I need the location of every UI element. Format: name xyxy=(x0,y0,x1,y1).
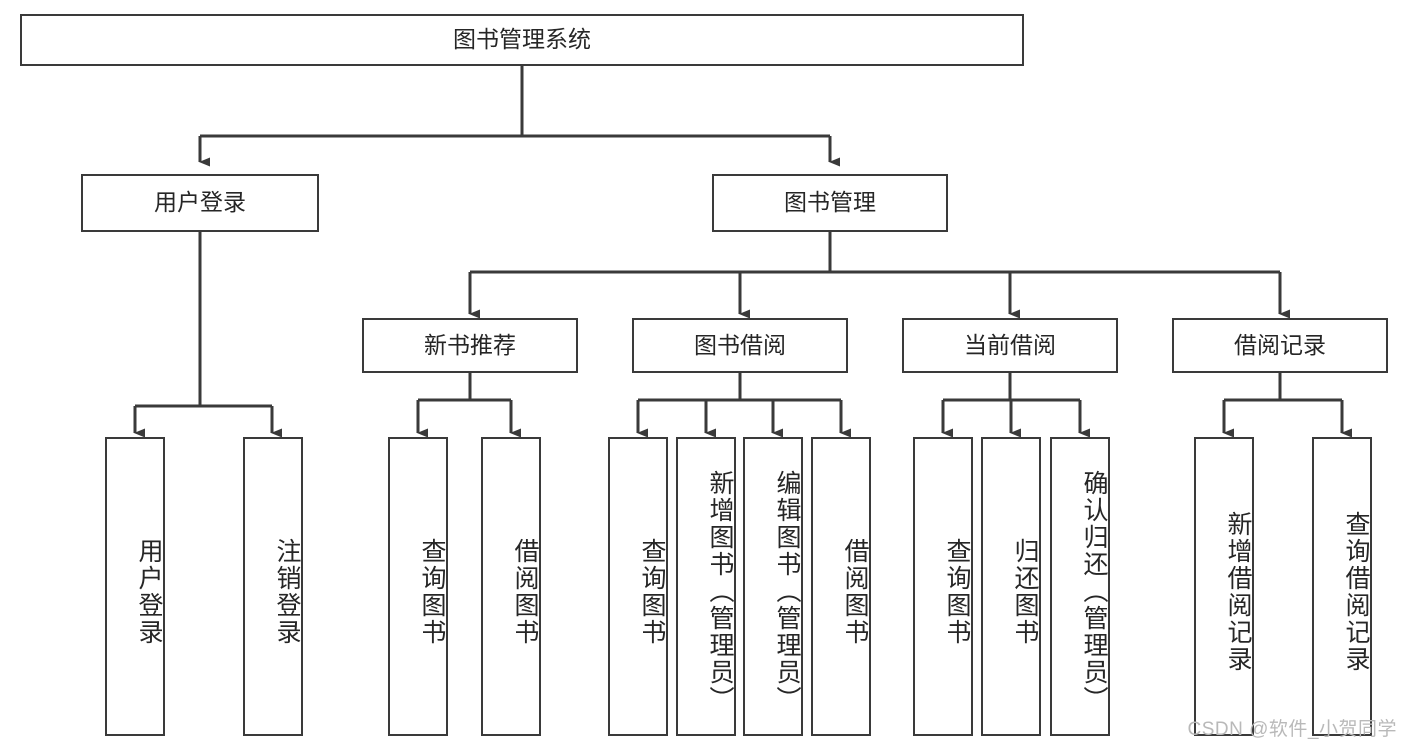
node-leaf-book-borrow-1[interactable]: 查询图书 xyxy=(608,437,668,736)
node-leaf-book-borrow-2-label: 新增图书（管理员） xyxy=(706,470,734,713)
node-leaf-user-login-2[interactable]: 注销登录 xyxy=(243,437,303,736)
node-leaf-book-borrow-4[interactable]: 借阅图书 xyxy=(811,437,871,736)
node-book-borrow[interactable]: 图书借阅 xyxy=(632,318,848,373)
node-book-borrow-label: 图书借阅 xyxy=(694,331,786,358)
node-leaf-current-borrow-2-label: 归还图书 xyxy=(1011,537,1039,646)
node-leaf-book-borrow-1-label: 查询图书 xyxy=(638,537,666,646)
watermark: CSDN @软件_小贺同学 xyxy=(1187,719,1397,740)
node-leaf-current-borrow-1-label: 查询图书 xyxy=(943,537,971,646)
node-leaf-book-borrow-3[interactable]: 编辑图书（管理员） xyxy=(743,437,803,736)
node-leaf-user-login-2-label: 注销登录 xyxy=(273,537,301,646)
node-leaf-new-book-2[interactable]: 借阅图书 xyxy=(481,437,541,736)
node-current-borrow-label: 当前借阅 xyxy=(964,331,1056,358)
node-root-label: 图书管理系统 xyxy=(453,26,591,53)
node-leaf-new-book-2-label: 借阅图书 xyxy=(511,537,539,646)
node-leaf-borrow-record-2-label: 查询借阅记录 xyxy=(1342,510,1370,673)
node-current-borrow[interactable]: 当前借阅 xyxy=(902,318,1118,373)
node-leaf-current-borrow-2[interactable]: 归还图书 xyxy=(981,437,1041,736)
node-leaf-book-borrow-3-label: 编辑图书（管理员） xyxy=(773,470,801,713)
node-borrow-record[interactable]: 借阅记录 xyxy=(1172,318,1388,373)
node-leaf-new-book-1-label: 查询图书 xyxy=(418,537,446,646)
node-leaf-borrow-record-2[interactable]: 查询借阅记录 xyxy=(1312,437,1372,736)
node-leaf-user-login-1-label: 用户登录 xyxy=(135,537,163,646)
node-user-login[interactable]: 用户登录 xyxy=(81,174,319,232)
node-user-login-label: 用户登录 xyxy=(154,189,246,216)
node-leaf-borrow-record-1[interactable]: 新增借阅记录 xyxy=(1194,437,1254,736)
node-leaf-current-borrow-3[interactable]: 确认归还（管理员） xyxy=(1050,437,1110,736)
node-leaf-new-book-1[interactable]: 查询图书 xyxy=(388,437,448,736)
node-book-management-label: 图书管理 xyxy=(784,189,876,216)
node-leaf-current-borrow-3-label: 确认归还（管理员） xyxy=(1080,470,1108,713)
node-new-book-recommend[interactable]: 新书推荐 xyxy=(362,318,578,373)
node-leaf-book-borrow-2[interactable]: 新增图书（管理员） xyxy=(676,437,736,736)
node-leaf-borrow-record-1-label: 新增借阅记录 xyxy=(1224,510,1252,673)
node-book-management[interactable]: 图书管理 xyxy=(712,174,948,232)
node-leaf-user-login-1[interactable]: 用户登录 xyxy=(105,437,165,736)
node-root[interactable]: 图书管理系统 xyxy=(20,14,1024,66)
node-new-book-recommend-label: 新书推荐 xyxy=(424,331,516,358)
node-borrow-record-label: 借阅记录 xyxy=(1234,331,1326,358)
node-leaf-book-borrow-4-label: 借阅图书 xyxy=(841,537,869,646)
node-leaf-current-borrow-1[interactable]: 查询图书 xyxy=(913,437,973,736)
